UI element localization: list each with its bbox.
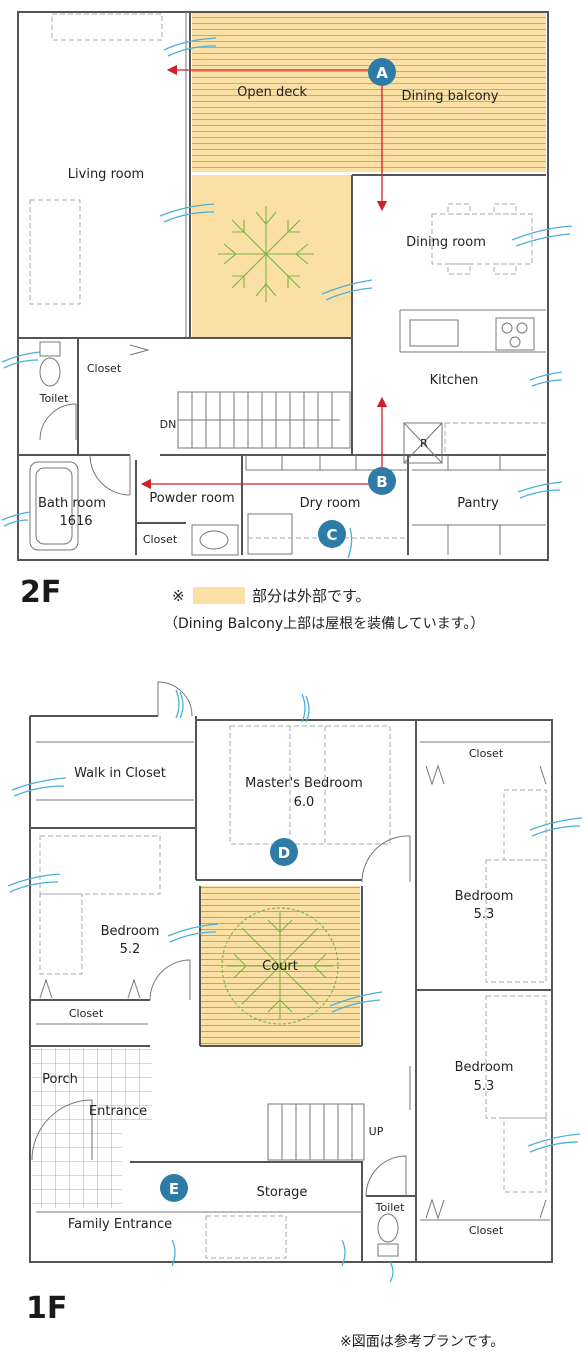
stairs-2f <box>177 391 351 449</box>
dining-balcony-label: Dining balcony <box>402 89 499 104</box>
exterior-swatch <box>193 587 245 604</box>
up-label: UP <box>369 1125 384 1138</box>
view-arrows <box>140 64 388 490</box>
porch-label: Porch <box>42 1072 78 1087</box>
master-bedroom-label: Master's Bedroom <box>245 776 363 791</box>
dn-label: DN <box>160 418 177 431</box>
bedroom-right-bottom-size: 5.3 <box>474 1079 495 1094</box>
master-size-label: 6.0 <box>294 795 315 810</box>
bath-size-label: 1616 <box>59 514 92 529</box>
bath-room-label: Bath room <box>38 496 106 511</box>
deck-courtyard-area <box>192 175 352 338</box>
dry-room-label: Dry room <box>300 496 361 511</box>
bedroom-left-size: 5.2 <box>120 942 141 957</box>
floor2-plan: Open deck Dining balcony Living room Din… <box>1 11 573 610</box>
svg-text:A: A <box>376 64 388 82</box>
marker-d[interactable]: D <box>270 838 298 866</box>
stairs-1f <box>267 1103 365 1161</box>
svg-text:B: B <box>376 473 387 491</box>
reference-note: ※図面は参考プランです。 <box>340 1333 504 1350</box>
entrance-label: Entrance <box>89 1104 147 1119</box>
walk-in-closet-label: Walk in Closet <box>74 766 166 781</box>
marker-b[interactable]: B <box>368 467 396 495</box>
court-label: Court <box>262 959 298 974</box>
bedroom-right-top-label: Bedroom <box>455 889 514 904</box>
roof-note: （Dining Balcony上部は屋根を装備しています。） <box>164 616 484 632</box>
exterior-note: ※ 部分は外部です。 <box>172 587 371 605</box>
toilet-label-1f: Toilet <box>375 1201 405 1214</box>
fridge-label: R <box>420 437 428 450</box>
pantry-label: Pantry <box>457 496 499 511</box>
wind-marks-1f <box>7 689 583 1283</box>
open-deck-label: Open deck <box>237 85 307 100</box>
tree-2f <box>218 206 314 302</box>
closet-label-2f-b: Closet <box>143 533 178 546</box>
wind-marks-2f <box>1 37 573 559</box>
svg-text:部分は外部です。: 部分は外部です。 <box>252 587 371 605</box>
closet-label-top: Closet <box>469 747 504 760</box>
svg-text:※: ※ <box>172 587 185 605</box>
toilet-label-2f: Toilet <box>39 392 69 405</box>
bedroom-right-bottom-label: Bedroom <box>455 1060 514 1075</box>
bedroom-left-label: Bedroom <box>101 924 160 939</box>
closet-label-bottom: Closet <box>469 1224 504 1237</box>
svg-text:E: E <box>169 1180 179 1198</box>
dining-room-label: Dining room <box>406 235 486 250</box>
floor1-title: 1F <box>26 1291 67 1326</box>
family-entrance-label: Family Entrance <box>68 1217 172 1232</box>
floor1-plan: Walk in Closet Master's Bedroom 6.0 Clos… <box>7 681 583 1326</box>
marker-e[interactable]: E <box>160 1174 188 1202</box>
marker-a[interactable]: A <box>368 58 396 86</box>
tree-1f <box>221 907 339 1025</box>
closet-label-left: Closet <box>69 1007 104 1020</box>
storage-label: Storage <box>257 1185 308 1200</box>
powder-room-label: Powder room <box>149 491 234 506</box>
bedroom-right-top-size: 5.3 <box>474 907 495 922</box>
kitchen-label: Kitchen <box>430 373 479 388</box>
svg-text:D: D <box>278 844 290 862</box>
dining-balcony-area <box>350 12 546 172</box>
svg-text:C: C <box>326 526 337 544</box>
closet-label-2f: Closet <box>87 362 122 375</box>
living-room-label: Living room <box>68 167 144 182</box>
marker-c[interactable]: C <box>318 520 346 548</box>
open-deck-area <box>192 12 350 172</box>
floor2-title: 2F <box>20 575 61 610</box>
